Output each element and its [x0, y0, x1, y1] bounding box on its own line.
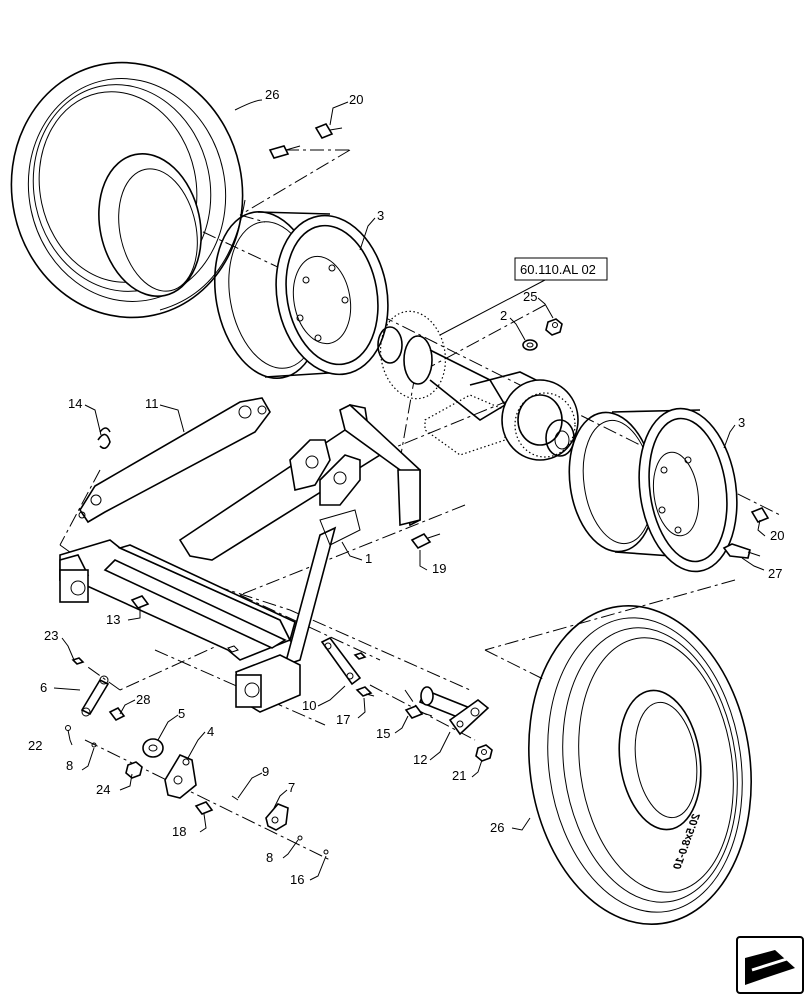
pin-8-right — [297, 835, 303, 841]
callout-26-top: 26 — [265, 87, 279, 102]
arm-11 — [78, 397, 271, 524]
bolt-17 — [355, 686, 375, 697]
callout-25: 25 — [523, 289, 537, 304]
nut-25 — [545, 318, 563, 336]
callout-13: 13 — [106, 612, 120, 627]
callout-10: 10 — [302, 698, 316, 713]
washer-2 — [522, 339, 538, 351]
bolt-13 — [130, 595, 150, 609]
callout-7: 7 — [288, 780, 295, 795]
callout-11: 11 — [145, 396, 159, 411]
pin-16 — [323, 849, 329, 855]
pin-22 — [65, 725, 71, 731]
callout-22: 22 — [28, 738, 42, 753]
callout-21: 21 — [452, 768, 466, 783]
nut-23 — [71, 657, 85, 665]
rim-lower — [568, 407, 738, 573]
arrow-nav-icon[interactable] — [736, 936, 804, 994]
callout-9: 9 — [262, 764, 269, 779]
frame-1 — [59, 404, 421, 713]
callout-28: 28 — [136, 692, 150, 707]
bolt-18 — [194, 801, 214, 815]
callout-24: 24 — [96, 782, 110, 797]
bushing-28 — [108, 706, 126, 722]
bolt-19 — [410, 532, 441, 550]
hub-assembly — [377, 310, 579, 461]
callout-12: 12 — [413, 752, 427, 767]
callout-8-left: 8 — [66, 758, 73, 773]
pin-14 — [97, 427, 111, 450]
valve-27 — [722, 543, 761, 559]
callout-8-right: 8 — [266, 850, 273, 865]
nut-24 — [125, 761, 143, 779]
callout-3-lower: 3 — [738, 415, 745, 430]
leader-lines — [53, 99, 766, 881]
callout-26-bottom: 26 — [490, 820, 504, 835]
bolt-20-top — [314, 123, 343, 139]
callout-19: 19 — [432, 561, 446, 576]
bolt-15 — [404, 705, 433, 719]
callout-2: 2 — [500, 308, 507, 323]
callout-3-upper: 3 — [377, 208, 384, 223]
callout-27: 27 — [768, 566, 782, 581]
callout-23: 23 — [44, 628, 58, 643]
nut-21 — [475, 744, 493, 762]
callout-1: 1 — [365, 551, 372, 566]
rim-upper — [213, 210, 389, 380]
callout-16: 16 — [290, 872, 304, 887]
reference-label[interactable]: 60.110.AL 02 — [520, 262, 596, 277]
callout-17: 17 — [336, 712, 350, 727]
callout-15: 15 — [376, 726, 390, 741]
pin-6 — [80, 675, 110, 717]
pin-8-left — [91, 742, 97, 748]
callout-5: 5 — [178, 706, 185, 721]
link-10 — [320, 636, 367, 686]
callout-20-top: 20 — [349, 92, 363, 107]
plate-4 — [164, 753, 197, 799]
bolt-20-bottom — [750, 507, 770, 523]
callout-6: 6 — [40, 680, 47, 695]
pin-12 — [418, 686, 490, 736]
knob-7 — [265, 803, 289, 831]
tire-top-left — [10, 61, 246, 319]
tire-bottom-right: 20.5x8.0-10 — [528, 605, 752, 925]
valve-stem-top — [268, 145, 301, 159]
callout-18: 18 — [172, 824, 186, 839]
callouts: 26 20 3 25 2 14 11 1 19 3 20 27 13 23 6 … — [28, 87, 784, 887]
callout-14: 14 — [68, 396, 82, 411]
callout-4: 4 — [207, 724, 214, 739]
reference-box[interactable]: 60.110.AL 02 — [439, 257, 608, 336]
callout-20-bottom: 20 — [770, 528, 784, 543]
pin-9 — [231, 795, 239, 801]
washer-5 — [142, 738, 164, 758]
